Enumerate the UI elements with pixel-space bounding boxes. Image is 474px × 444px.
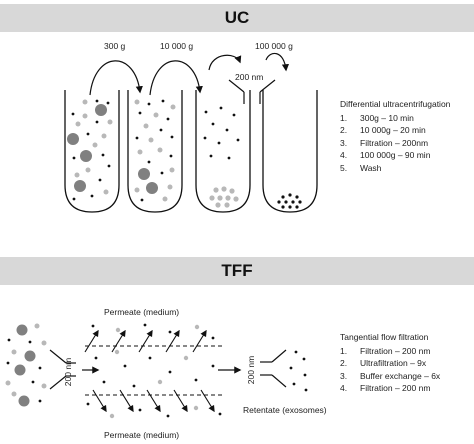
tff-step: 2.Ultrafiltration – 9x [340, 358, 427, 368]
uc-step: 5.Wash [340, 162, 382, 173]
tube-3 [195, 90, 251, 213]
tube-2-particles [134, 99, 176, 202]
retentate-particles [289, 350, 308, 392]
permeate-arrows-down [92, 389, 215, 413]
tff-protocol-title: Tangential flow filtration [340, 332, 429, 342]
tff-title: TFF [221, 261, 253, 280]
permeate-arrows-up [84, 329, 207, 353]
tube-4-pellet [277, 193, 302, 209]
filter-label-200nm-right: 200 nm [246, 356, 256, 384]
tff-inlet-funnel [49, 349, 76, 390]
speed-label-300g: 300 g [104, 41, 126, 51]
uc-protocol-list: Differential ultracentrifugation 1.300g … [340, 98, 450, 174]
uc-header-band: UC [0, 4, 474, 32]
uc-step: 1.300g – 10 min [340, 112, 414, 123]
speed-label-100000g: 100 000 g [255, 41, 293, 51]
tff-protocol-list: Tangential flow filtration 1.Filtration … [340, 331, 440, 395]
uc-step: 3.Filtration – 200nm [340, 137, 429, 148]
tube-1 [64, 90, 120, 213]
tff-step: 4.Filtration – 200 nm [340, 383, 431, 393]
filter-funnel [228, 79, 276, 104]
retentate-label: Retentate (exosomes) [243, 405, 327, 415]
permeate-label-top: Permeate (medium) [104, 307, 179, 317]
transfer-arrow-1 [89, 60, 143, 96]
uc-protocol-title: Differential ultracentrifugation [340, 99, 451, 109]
tff-outlet-funnel [260, 349, 287, 388]
transfer-arrow-3 [208, 54, 242, 71]
uc-title: UC [224, 8, 250, 27]
filter-label-200nm: 200 nm [235, 72, 263, 82]
tube-1-particles [67, 99, 113, 201]
tff-step: 3.Buffer exchange – 6x [340, 370, 441, 381]
tube-2 [127, 90, 183, 213]
tff-header-band: TFF [0, 257, 474, 285]
tff-step: 1.Filtration – 200 nm [340, 345, 431, 356]
transfer-arrow-4 [265, 52, 290, 72]
tube-4 [262, 90, 318, 213]
speed-label-10000g: 10 000 g [160, 41, 193, 51]
filter-label-200nm-left: 200 nm [63, 358, 73, 386]
tube-3-particles [203, 106, 240, 208]
permeate-particles [86, 323, 222, 419]
tff-input-particles [5, 323, 47, 407]
uc-step: 4.100 000g – 90 min [340, 150, 431, 160]
flow-channel-particles [94, 349, 215, 388]
permeate-label-bottom: Permeate (medium) [104, 430, 179, 440]
uc-step: 2.10 000g – 20 min [340, 125, 426, 135]
transfer-arrow-2 [149, 60, 203, 96]
